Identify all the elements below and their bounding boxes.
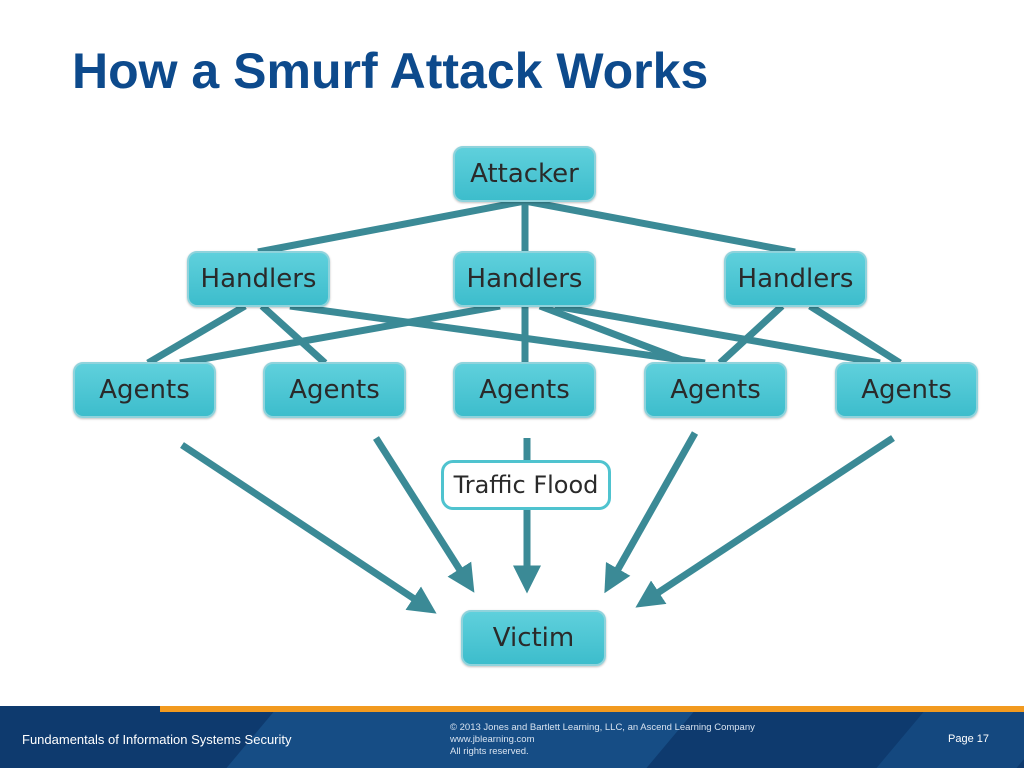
connector-handler-2-agent-5 bbox=[554, 302, 881, 367]
connector-handler-3-agent-5 bbox=[808, 303, 902, 366]
slide-title: How a Smurf Attack Works bbox=[72, 43, 709, 99]
node-attacker: Attacker bbox=[453, 146, 596, 202]
node-agent-2: Agents bbox=[263, 362, 406, 418]
rights-line: All rights reserved. bbox=[450, 746, 529, 757]
connector-handler-1-agent-4 bbox=[289, 302, 706, 367]
node-handler-1: Handlers bbox=[187, 251, 330, 307]
footer-copyright: © 2013 Jones and Bartlett Learning, LLC,… bbox=[450, 722, 755, 758]
connector-attacker-handler-3 bbox=[524, 197, 796, 256]
node-agent-5: Agents bbox=[835, 362, 978, 418]
arrow-agent-2-victim bbox=[373, 436, 475, 593]
node-victim: Victim bbox=[461, 610, 606, 666]
node-handler-2: Handlers bbox=[453, 251, 596, 307]
footer-course-title: Fundamentals of Information Systems Secu… bbox=[22, 732, 292, 747]
traffic-flood-label: Traffic Flood bbox=[441, 460, 611, 510]
node-agent-3: Agents bbox=[453, 362, 596, 418]
connector-attacker-handler-1 bbox=[257, 197, 526, 256]
smurf-attack-diagram bbox=[146, 197, 902, 614]
connector-handler-2-agent-1 bbox=[179, 302, 501, 367]
footer-accent-stripe bbox=[160, 706, 1024, 712]
connector-handler-1-agent-1 bbox=[146, 302, 247, 367]
connector-handler-1-agent-2 bbox=[259, 303, 328, 366]
copyright-line: © 2013 Jones and Bartlett Learning, LLC,… bbox=[450, 722, 755, 733]
node-handler-3: Handlers bbox=[724, 251, 867, 307]
page-number: Page 17 bbox=[948, 733, 989, 745]
slide-footer: Fundamentals of Information Systems Secu… bbox=[0, 706, 1024, 768]
arrow-agent-5-victim bbox=[635, 435, 895, 608]
arrow-agent-1-victim bbox=[180, 442, 437, 614]
node-agent-1: Agents bbox=[73, 362, 216, 418]
connector-handler-3-agent-4 bbox=[717, 303, 785, 366]
connector-handler-2-agent-4 bbox=[538, 302, 692, 367]
website-line: www.jblearning.com bbox=[450, 734, 535, 745]
node-agent-4: Agents bbox=[644, 362, 787, 418]
arrow-agent-4-victim bbox=[604, 431, 699, 594]
